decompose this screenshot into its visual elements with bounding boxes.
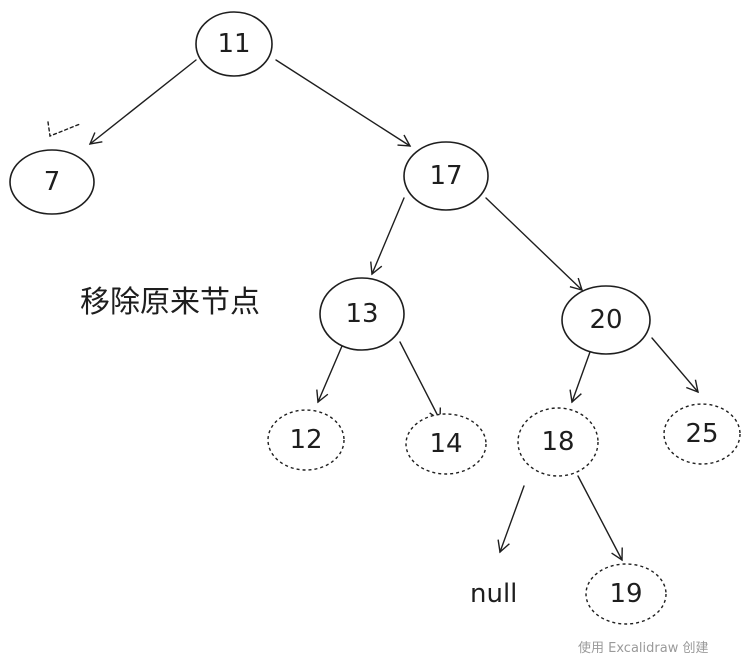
node-19: 19 bbox=[585, 563, 667, 625]
edge-13-12 bbox=[316, 345, 343, 404]
node-circle bbox=[517, 407, 599, 477]
node-label: 19 bbox=[609, 579, 642, 609]
node-label: 12 bbox=[289, 425, 322, 455]
node-circle bbox=[195, 11, 273, 77]
node-label: 17 bbox=[429, 161, 462, 191]
edge-11-17 bbox=[275, 59, 412, 147]
null-label: null bbox=[470, 579, 517, 609]
node-11: 11 bbox=[195, 11, 273, 77]
caption-text: 移除原来节点 bbox=[80, 285, 260, 320]
watermark-text: 使用 Excalidraw 创建 bbox=[578, 640, 708, 656]
node-7: 7 bbox=[9, 149, 95, 215]
edge-18-19 bbox=[577, 475, 623, 562]
node-13: 13 bbox=[319, 277, 405, 351]
node-circle bbox=[403, 141, 489, 211]
node-circle bbox=[9, 149, 95, 215]
node-25: 25 bbox=[663, 403, 741, 465]
node-20: 20 bbox=[561, 285, 651, 355]
edges-group bbox=[47, 59, 699, 562]
node-label: 7 bbox=[44, 167, 61, 197]
edge-17-13 bbox=[370, 197, 405, 276]
edge-11-7 bbox=[88, 59, 197, 145]
node-label: 11 bbox=[217, 29, 250, 59]
node-label: 14 bbox=[429, 429, 462, 459]
node-circle bbox=[585, 563, 667, 625]
edge-17-20 bbox=[485, 197, 584, 292]
node-label: 20 bbox=[589, 305, 622, 335]
edge-20-18 bbox=[569, 351, 591, 404]
node-circle bbox=[405, 413, 487, 475]
node-label: 18 bbox=[541, 427, 574, 457]
node-label: 25 bbox=[685, 419, 718, 449]
node-14: 14 bbox=[405, 413, 487, 475]
node-12: 12 bbox=[267, 409, 345, 471]
edge-20-25 bbox=[651, 337, 699, 394]
node-circle bbox=[663, 403, 741, 465]
node-17: 17 bbox=[403, 141, 489, 211]
node-circle bbox=[561, 285, 651, 355]
node-circle bbox=[319, 277, 405, 351]
removed-mark bbox=[47, 121, 81, 137]
node-18: 18 bbox=[517, 407, 599, 477]
edge-13-14 bbox=[399, 341, 442, 422]
edge-18-null bbox=[497, 485, 525, 554]
node-label: 13 bbox=[345, 299, 378, 329]
node-circle bbox=[267, 409, 345, 471]
